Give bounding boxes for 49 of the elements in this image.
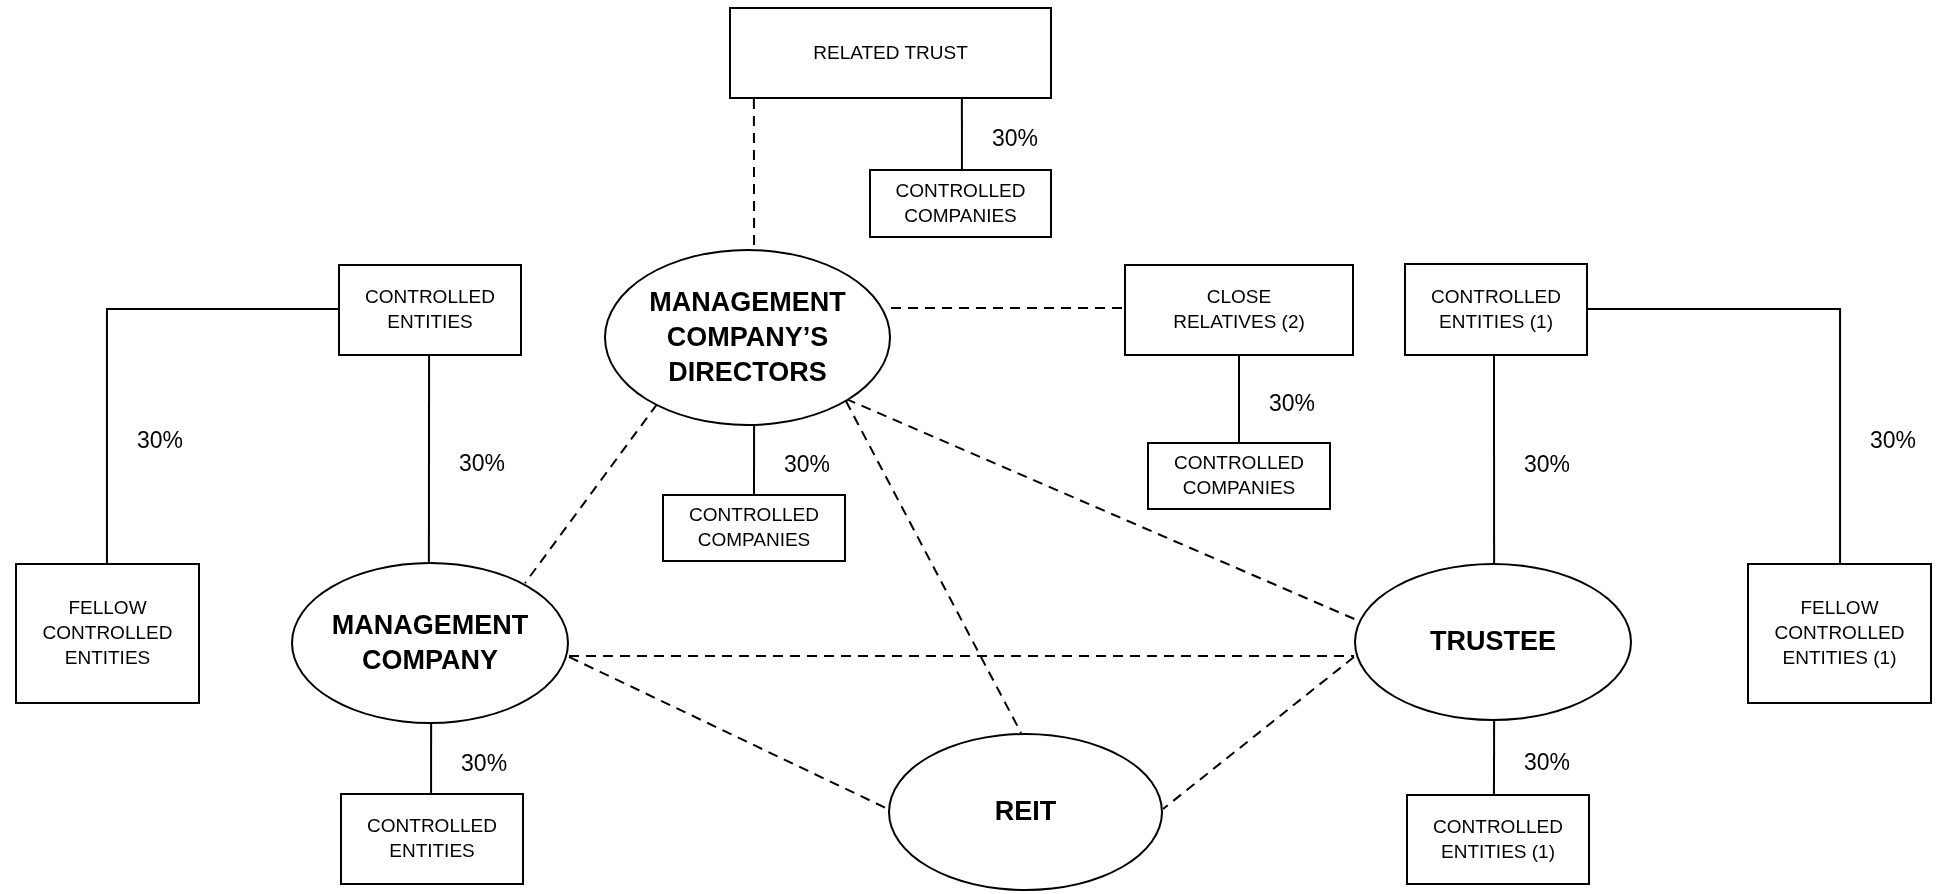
entity-name: CONTROLLED COMPANIES xyxy=(688,503,820,552)
dashed-connector xyxy=(890,306,1125,309)
entity-name: CONTROLLED ENTITIES xyxy=(364,285,496,334)
connector-line xyxy=(1587,308,1842,564)
entity-name: MANAGEMENT COMPANY xyxy=(330,608,530,677)
entity-name: FELLOW CONTROLLED ENTITIES (1) xyxy=(1773,596,1906,670)
connector-line xyxy=(960,98,963,170)
entity-box xyxy=(662,494,846,562)
ownership-percentage: 30% xyxy=(991,124,1038,152)
entity-name: FELLOW CONTROLLED ENTITIES xyxy=(41,596,174,670)
ownership-percentage: 30% xyxy=(1269,389,1315,417)
connector-line xyxy=(427,355,431,563)
entity-name: CONTROLLED COMPANIES xyxy=(1173,451,1305,500)
dashed-connector xyxy=(568,654,1355,658)
ownership-percentage: 30% xyxy=(1870,426,1917,454)
entity-box xyxy=(1404,263,1588,356)
entity-name: CONTROLLED ENTITIES (1) xyxy=(1432,814,1564,864)
ownership-percentage: 30% xyxy=(136,426,183,454)
entity-box xyxy=(869,169,1052,238)
connector-line xyxy=(105,308,339,564)
entity-box xyxy=(1406,794,1590,885)
entity-box xyxy=(15,563,200,704)
connector-line xyxy=(1238,355,1240,443)
entity-name: CONTROLLED ENTITIES xyxy=(366,814,498,863)
entity-box xyxy=(1124,264,1354,356)
ownership-percentage: 30% xyxy=(1524,748,1571,775)
ownership-percentage: 30% xyxy=(1524,450,1571,477)
connector-line xyxy=(753,425,756,495)
entity-box xyxy=(1747,563,1932,704)
ownership-percentage: 30% xyxy=(458,449,505,477)
entity-name: TRUSTEE xyxy=(1430,625,1556,659)
entity-name: CONTROLLED COMPANIES xyxy=(894,178,1027,228)
connector-line xyxy=(1493,355,1496,564)
entity-name: CLOSE RELATIVES (2) xyxy=(1172,285,1306,334)
entity-name: RELATED TRUST xyxy=(813,40,968,65)
connector-line xyxy=(430,723,433,794)
ownership-percentage: 30% xyxy=(461,749,508,776)
dashed-connector xyxy=(1162,656,1355,810)
entity-box xyxy=(340,793,524,885)
entity-name: REIT xyxy=(994,795,1057,829)
dashed-connector xyxy=(524,403,659,585)
entity-box xyxy=(1147,442,1331,510)
entity-name: MANAGEMENT COMPANY’S DIRECTORS xyxy=(648,285,847,390)
connector-line xyxy=(1492,720,1496,795)
entity-box xyxy=(729,7,1052,99)
dashed-connector xyxy=(844,400,1023,734)
ownership-percentage: 30% xyxy=(784,450,831,478)
entity-name: CONTROLLED ENTITIES (1) xyxy=(1430,284,1562,334)
entity-box xyxy=(338,264,522,356)
